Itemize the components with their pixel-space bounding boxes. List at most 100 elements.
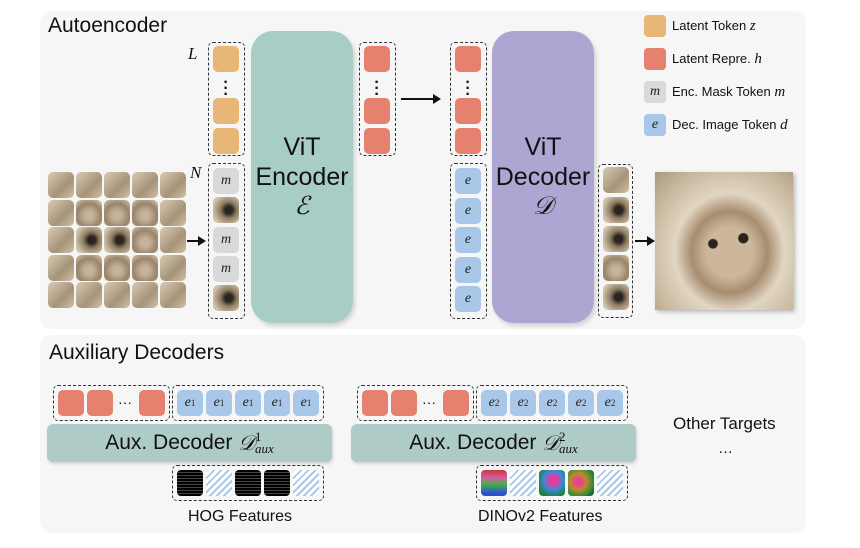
latent-group	[53, 385, 170, 421]
mask-token: m	[213, 227, 239, 253]
arrow-input-to-tokens	[187, 236, 206, 246]
input-patch	[160, 282, 186, 308]
feature-patch	[264, 470, 290, 496]
legend-label: Dec. Image Token d	[672, 117, 788, 134]
output-patch	[603, 255, 629, 281]
input-patch	[76, 254, 102, 281]
aux-token-group	[172, 385, 324, 421]
image-token: e	[455, 227, 481, 253]
encoder-label-line2: Encoder	[255, 163, 349, 191]
input-token-group	[208, 163, 245, 319]
input-patch	[132, 254, 158, 281]
token-superscript: 1	[190, 398, 196, 408]
feature-patch	[568, 470, 594, 496]
input-patch	[48, 227, 74, 253]
horizontal-ellipsis: ···	[118, 394, 132, 410]
aux-decoder-subscript: aux	[255, 441, 274, 456]
input-patch	[160, 227, 186, 253]
vertical-ellipsis: ···	[374, 74, 380, 103]
token-superscript: 2	[523, 398, 529, 408]
latent-repr-token	[139, 390, 165, 416]
input-patch	[76, 227, 102, 253]
aux-decoder-superscript: 2	[559, 429, 566, 444]
token-base: e	[575, 395, 582, 410]
other-targets-ellipsis: …	[718, 440, 733, 457]
image-patch-token	[213, 197, 239, 223]
input-patch	[76, 282, 102, 308]
vertical-ellipsis: ···	[223, 74, 229, 103]
feature-patch	[481, 470, 507, 496]
input-patch	[48, 254, 74, 281]
masked-feature-patch	[206, 470, 232, 496]
legend-text: Enc. Mask Token	[672, 84, 775, 99]
image-token: e	[455, 198, 481, 224]
token-base: e	[546, 395, 553, 410]
legend-swatch	[644, 15, 666, 37]
aux-decoder-label: Aux. Decoder	[409, 431, 543, 454]
input-patch	[48, 172, 74, 198]
mask-token: m	[213, 168, 239, 194]
feature-caption: HOG Features	[188, 508, 293, 525]
input-image-patches	[48, 172, 188, 308]
input-patch	[104, 172, 130, 198]
token-superscript: 1	[277, 398, 283, 408]
token-base: e	[517, 395, 524, 410]
image-patch-token	[213, 285, 239, 311]
latent-repr-token	[455, 98, 481, 124]
token-base: e	[184, 395, 191, 410]
latent-token	[213, 98, 239, 124]
input-patch	[104, 227, 130, 253]
decoder-image-token-group	[450, 163, 487, 319]
feature-group	[172, 465, 324, 501]
legend-label: Enc. Mask Token m	[672, 84, 785, 101]
legend-text: Latent Token	[672, 18, 750, 33]
latent-repr-token	[58, 390, 84, 416]
latent-repr-token	[391, 390, 417, 416]
masked-feature-patch	[293, 470, 319, 496]
image-token: e	[455, 168, 481, 194]
output-patch	[603, 167, 629, 193]
token-superscript: 1	[248, 398, 254, 408]
latent-token	[213, 128, 239, 154]
decoder-symbol: 𝒟	[533, 193, 553, 220]
token-base: e	[242, 395, 249, 410]
mask-token: m	[213, 256, 239, 282]
arrow-patches-to-output	[635, 236, 655, 246]
decoder-label-line2: Decoder	[495, 163, 591, 191]
token-base: e	[271, 395, 278, 410]
token-base: e	[604, 395, 611, 410]
output-patch-group	[598, 164, 633, 318]
encoder-label-line1: ViT	[283, 133, 321, 161]
legend-swatch: m	[644, 81, 666, 103]
input-patch	[132, 199, 158, 226]
feature-patch	[539, 470, 565, 496]
legend-text: Latent Repre.	[672, 51, 755, 66]
decoder-latent-group	[450, 42, 487, 156]
legend-label: Latent Repre. h	[672, 51, 762, 68]
masked-feature-patch	[597, 470, 623, 496]
token-superscript: 2	[552, 398, 558, 408]
latent-repr-token	[364, 46, 390, 72]
feature-patch	[177, 470, 203, 496]
aux-decoder-label: Aux. Decoder	[105, 431, 239, 454]
input-patch	[132, 227, 158, 253]
token-superscript: 1	[306, 398, 312, 408]
horizontal-ellipsis: ···	[422, 394, 436, 410]
feature-group	[476, 465, 628, 501]
latent-group	[357, 385, 474, 421]
vit-decoder-block: ViT Decoder 𝒟	[492, 31, 594, 323]
legend-swatch	[644, 48, 666, 70]
input-patch	[48, 199, 74, 226]
legend-label: Latent Token z	[672, 18, 756, 35]
feature-caption: DINOv2 Features	[478, 508, 603, 525]
label-N: N	[190, 163, 202, 182]
legend-math: d	[780, 117, 788, 133]
masked-feature-patch	[510, 470, 536, 496]
